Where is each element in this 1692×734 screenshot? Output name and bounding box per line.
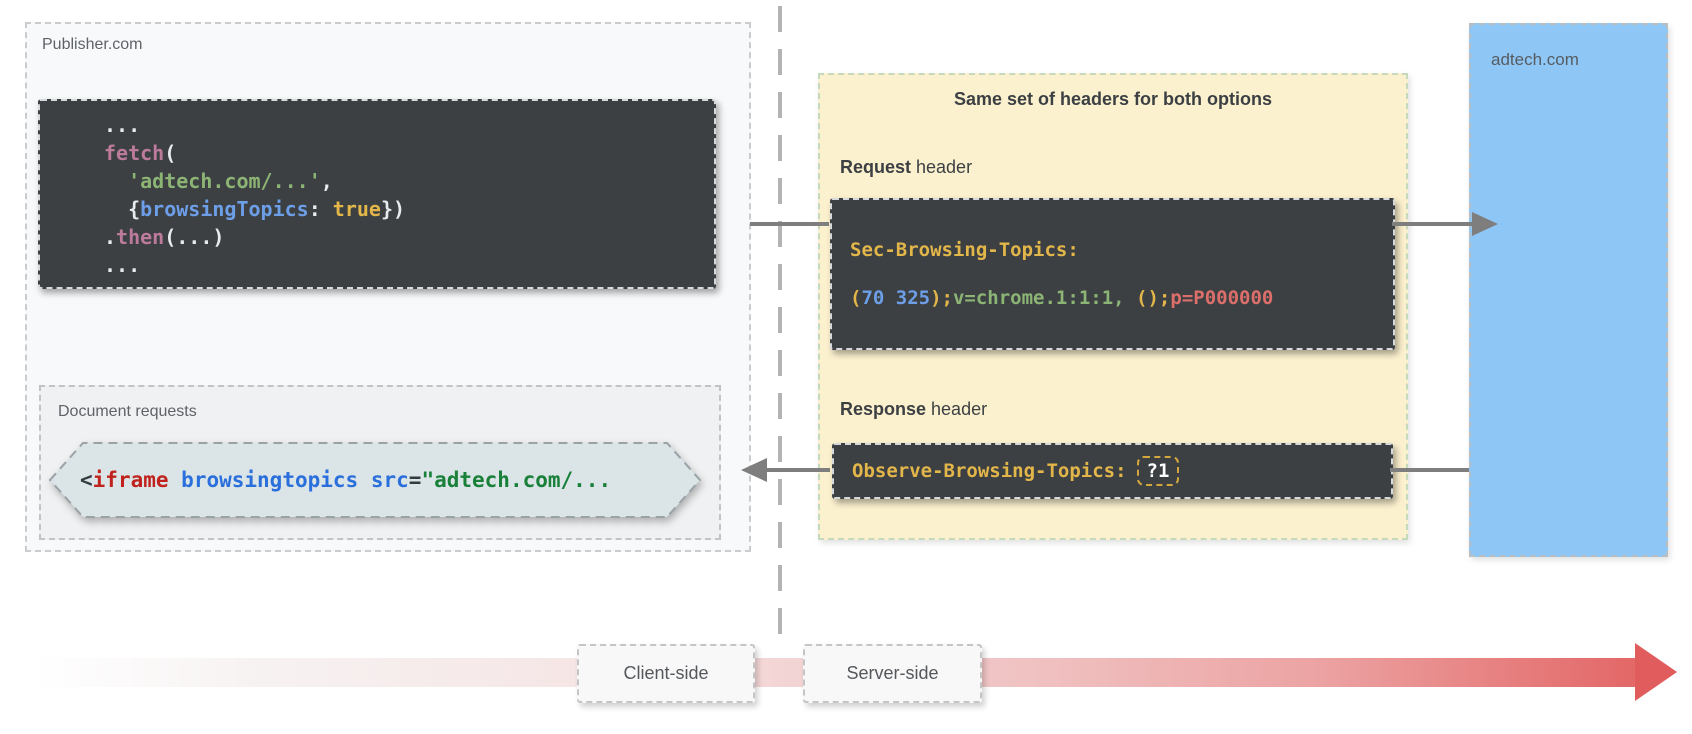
hexagon-outline-icon — [48, 442, 702, 518]
client-side-label: Client-side — [623, 663, 709, 683]
code-line: 'adtech.com/...', — [128, 169, 333, 193]
adtech-panel: adtech.com — [1469, 23, 1668, 557]
code-line: .then(...) — [104, 225, 225, 249]
code-line: ... — [104, 113, 141, 137]
code-line: ... — [104, 253, 141, 277]
response-header-block: Observe-Browsing-Topics: ?1 — [832, 443, 1393, 499]
response-header-label-rest: header — [926, 399, 988, 419]
server-side-label: Server-side — [846, 663, 939, 683]
observe-browsing-topics-label: Observe-Browsing-Topics: — [852, 460, 1127, 482]
request-header-block: Sec-Browsing-Topics: (70 325);v=chrome.1… — [830, 198, 1395, 350]
client-server-separator-line — [778, 6, 782, 648]
headers-panel-title: Same set of headers for both options — [953, 89, 1273, 109]
headers-panel: Same set of headers for both options Req… — [818, 73, 1408, 540]
structured-true-chip: ?1 — [1136, 456, 1180, 486]
iframe-tag-shape: <iframe browsingtopics src="adtech.com/.… — [47, 440, 703, 520]
request-header-label-bold: Request — [840, 157, 912, 177]
topics-value-line: (70 325);v=chrome.1:1:1, ();p=P000000 — [850, 287, 1274, 309]
arrowhead-right-icon — [1472, 212, 1498, 236]
client-side-badge: Client-side — [577, 644, 755, 703]
document-requests-label: Document requests — [58, 403, 197, 420]
code-line: {browsingTopics: true}) — [104, 197, 406, 221]
arrow-request-left — [750, 222, 829, 226]
adtech-label: adtech.com — [1491, 50, 1579, 69]
request-header-label-rest: header — [911, 157, 973, 177]
code-line: fetch( — [104, 141, 177, 165]
arrow-request-right — [1392, 222, 1474, 226]
arrow-response-left — [765, 468, 830, 472]
publisher-label: Publisher.com — [42, 36, 143, 53]
server-side-badge: Server-side — [803, 644, 982, 703]
response-header-label-bold: Response — [840, 399, 927, 419]
arrowhead-left-icon — [741, 458, 767, 482]
arrow-response-right — [1390, 468, 1469, 472]
timeline-arrowhead-icon — [1635, 643, 1677, 701]
fetch-code-block: ... fetch( 'adtech.com/...', {browsingTo… — [38, 99, 716, 289]
sec-browsing-topics-line: Sec-Browsing-Topics: — [850, 239, 1079, 261]
iframe-code: <iframe browsingtopics src="adtech.com/.… — [80, 468, 612, 492]
request-header-label: Request header — [840, 157, 972, 178]
response-header-label: Response header — [840, 399, 987, 420]
